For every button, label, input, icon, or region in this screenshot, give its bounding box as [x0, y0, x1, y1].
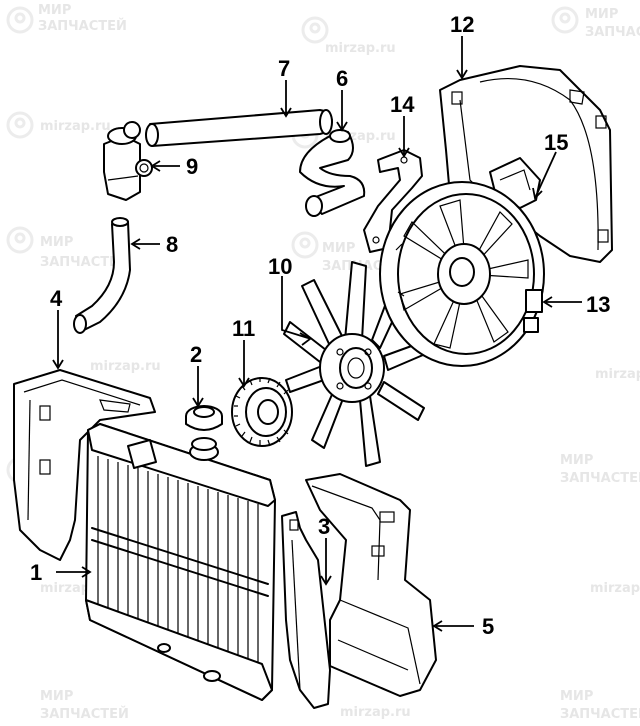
watermark-line1: МИР [40, 689, 73, 704]
callout-5: 5 [482, 614, 494, 639]
callout-7: 7 [278, 56, 290, 81]
callout-9: 9 [186, 154, 198, 179]
watermark-line2: ЗАПЧАСТЕЙ [38, 18, 127, 34]
watermark-logo-icon [6, 226, 34, 254]
part-2-radiator-cap [185, 405, 223, 431]
watermark-logo-icon [301, 16, 329, 44]
part-6-curved-hose [299, 129, 366, 217]
watermark-site: mirzap.ru [590, 581, 640, 596]
watermark-line2: ЗАПЧАСТЕЙ [40, 706, 129, 722]
callout-4: 4 [50, 286, 63, 311]
callout-13: 13 [586, 292, 610, 317]
watermark-site: mirzap.ru [595, 367, 640, 382]
leader-lines [52, 36, 582, 632]
part-3-side-bracket [281, 511, 331, 709]
part-13-electric-fan [379, 181, 545, 367]
callout-11: 11 [232, 316, 255, 341]
part-7-upper-hose [145, 109, 333, 147]
part-8-bent-hose [73, 217, 131, 334]
callout-2: 2 [190, 342, 202, 367]
watermark-logo-icon [6, 6, 34, 34]
watermark-line2: ЗАПЧАСТЕЙ [560, 470, 640, 486]
watermark-line1: МИР [560, 689, 593, 704]
callout-14: 14 [390, 92, 415, 117]
part-9-thermostat-housing [103, 121, 153, 201]
watermark-line1: МИР [585, 7, 618, 22]
watermark-line1: МИР [560, 453, 593, 468]
part-1-radiator [85, 423, 276, 701]
watermark-logo-icon [551, 6, 579, 34]
watermark-site: mirzap.ru [340, 705, 411, 720]
watermark-site: mirzap.ru [90, 359, 161, 374]
callout-1: 1 [30, 560, 42, 585]
watermark-line2: ЗАПЧАСТЕЙ [560, 706, 640, 722]
watermark-site: mirzap.ru [325, 41, 396, 56]
watermark-line1: МИР [40, 235, 73, 250]
callout-15: 15 [544, 130, 568, 155]
part-4-radiator-shroud [13, 369, 156, 561]
watermark-logo-icon [291, 231, 319, 259]
callout-6: 6 [336, 66, 348, 91]
callout-10: 10 [268, 254, 292, 279]
callout-8: 8 [166, 232, 178, 257]
callout-12: 12 [450, 12, 474, 37]
part-14-fan-bracket [363, 149, 423, 253]
watermark-line1: МИР [322, 241, 355, 256]
watermark-logo-icon [6, 111, 34, 139]
part-11-fan-clutch [231, 377, 293, 447]
callout-labels: 1 2 3 4 5 6 7 8 9 10 11 12 13 14 15 [30, 12, 610, 639]
watermark-line2: ЗАПЧАСТЕЙ [40, 254, 129, 270]
callout-3: 3 [318, 514, 330, 539]
watermark-line1: МИР [38, 3, 71, 18]
watermark-site: mirzap.ru [40, 119, 111, 134]
watermark-line2: ЗАПЧАСТЕЙ [585, 24, 640, 40]
part-5-lower-air-duct [305, 473, 437, 697]
